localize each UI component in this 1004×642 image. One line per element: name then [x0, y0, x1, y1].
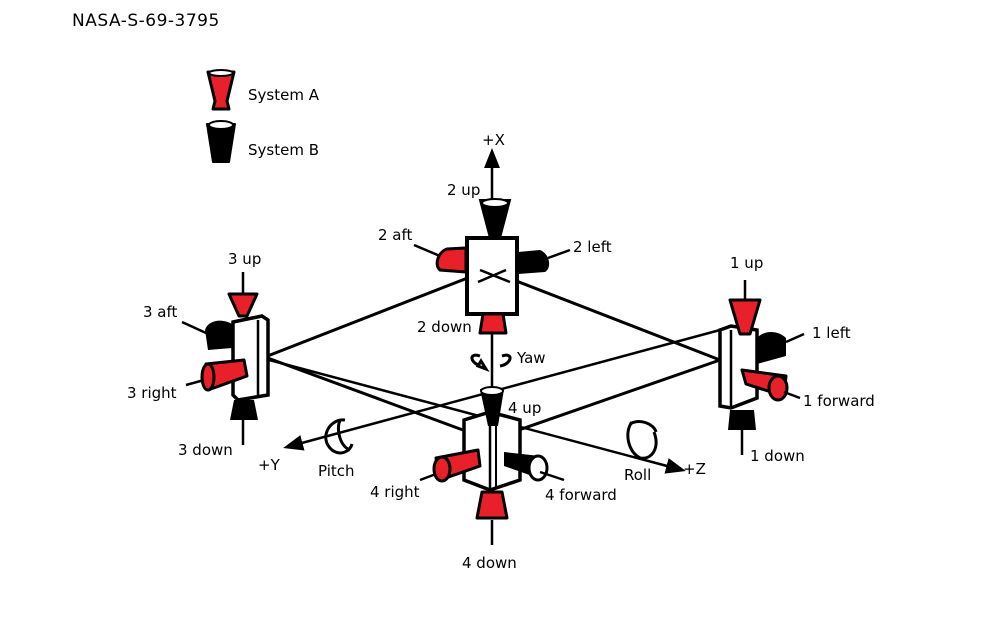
thruster-4-forward: [504, 452, 565, 482]
thruster-2-down: [478, 312, 508, 335]
label-3-right: 3 right: [127, 384, 177, 402]
label-3-aft: 3 aft: [143, 303, 178, 321]
label-2-left: 2 left: [573, 238, 612, 256]
roll-rotation-icon: [626, 420, 658, 460]
y-axis: [283, 328, 721, 451]
label-2-aft: 2 aft: [378, 226, 413, 244]
red-thruster-icon: [206, 69, 236, 111]
x-axis-label: +X: [482, 131, 505, 149]
label-3-down: 3 down: [178, 441, 233, 459]
legend-item-system-a: System A: [206, 69, 320, 111]
thruster-1-left: [757, 332, 805, 364]
thruster-4-up: [480, 386, 504, 426]
frame: [264, 268, 721, 442]
quad-4: 4 up 4 right 4 forward 4 down: [370, 386, 617, 572]
thruster-2-aft: [413, 243, 468, 274]
quad-3: 3 up 3 aft 3 right 3 down: [127, 250, 270, 459]
thruster-1-up: [728, 280, 762, 336]
label-4-forward: 4 forward: [545, 486, 617, 504]
thruster-1-forward: [740, 368, 801, 402]
quad-2: 2 up 2 aft 2 left 2 down: [378, 181, 612, 336]
label-4-right: 4 right: [370, 483, 420, 501]
yaw-rotation-icon: [470, 353, 512, 372]
thruster-3-right: [185, 358, 249, 392]
label-4-up: 4 up: [508, 399, 541, 417]
legend-label-system-a: System A: [248, 86, 320, 104]
label-3-up: 3 up: [228, 250, 261, 268]
thruster-3-aft: [181, 320, 232, 350]
quad-1: 1 up 1 left 1 forward 1 down: [718, 254, 875, 465]
thruster-1-down: [728, 410, 756, 455]
pitch-rotation-icon: [324, 418, 354, 455]
label-1-left: 1 left: [812, 324, 851, 342]
thruster-3-down: [230, 400, 258, 445]
thruster-3-up: [227, 272, 259, 318]
legend-item-system-b: System B: [206, 120, 319, 163]
label-1-up: 1 up: [730, 254, 763, 272]
y-axis-label: +Y: [258, 456, 281, 474]
document-id: NASA-S-69-3795: [72, 11, 220, 31]
thruster-2-up: [478, 198, 512, 239]
thruster-2-left: [518, 248, 571, 274]
label-1-down: 1 down: [750, 447, 805, 465]
z-axis: [257, 355, 686, 474]
thruster-4-down: [475, 490, 509, 545]
z-axis-label: +Z: [683, 460, 706, 478]
label-2-down: 2 down: [417, 318, 472, 336]
roll-label: Roll: [624, 466, 651, 484]
label-4-down: 4 down: [462, 554, 517, 572]
legend: System A System B: [206, 69, 320, 163]
yaw-label: Yaw: [516, 349, 546, 367]
black-thruster-icon: [206, 120, 236, 163]
thruster-4-right: [419, 448, 482, 483]
label-2-up: 2 up: [447, 181, 480, 199]
label-1-forward: 1 forward: [803, 392, 875, 410]
pitch-label: Pitch: [318, 462, 355, 480]
legend-label-system-b: System B: [248, 141, 319, 159]
